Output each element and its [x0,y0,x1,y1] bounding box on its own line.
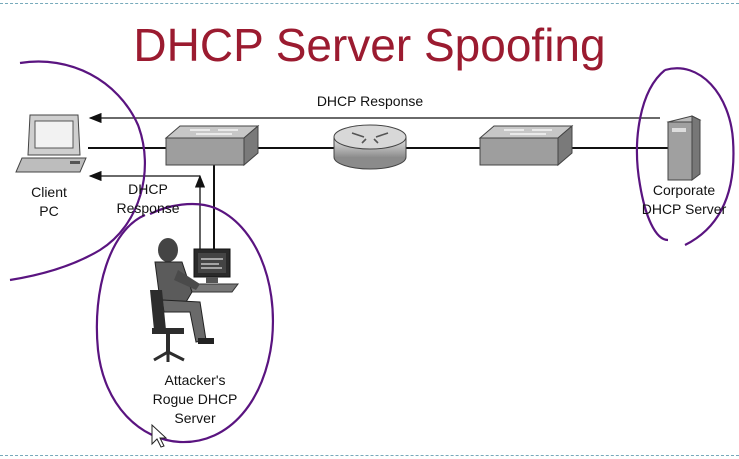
top-dashed-rule [0,3,739,5]
attacker-label: Attacker's Rogue DHCP Server [140,371,250,428]
attacker-label-line1: Attacker's [164,372,226,388]
corporate-annotation-circle [635,67,735,246]
attacker-figure-icon [150,238,239,362]
slide-title: DHCP Server Spoofing [133,19,606,71]
attacker-label-line3: Server [174,410,216,426]
router-icon [333,124,407,170]
rogue-response-line1: DHCP [128,181,168,197]
corporate-label-line1: Corporate [652,182,716,198]
client-label-line2: PC [39,203,59,219]
client-annotation-circle [9,60,146,282]
corporate-label: Corporate DHCP Server [630,181,738,219]
mouse-cursor-icon [151,423,168,448]
attacker-label-line2: Rogue DHCP [152,391,238,407]
bottom-dashed-rule [0,455,739,457]
attacker-annotation-circle [95,202,274,444]
left-switch-icon [164,124,260,167]
right-switch-icon [478,124,574,167]
top-response-label: DHCP Response [316,93,424,109]
corporate-server-icon [666,115,702,181]
client-label-line1: Client [31,184,67,200]
client-pc-icon [15,114,87,173]
client-label: Client PC [14,183,84,221]
corporate-label-line2: DHCP Server [641,201,727,217]
rogue-response-label: DHCP Response [110,180,186,218]
rogue-response-line2: Response [116,200,180,216]
